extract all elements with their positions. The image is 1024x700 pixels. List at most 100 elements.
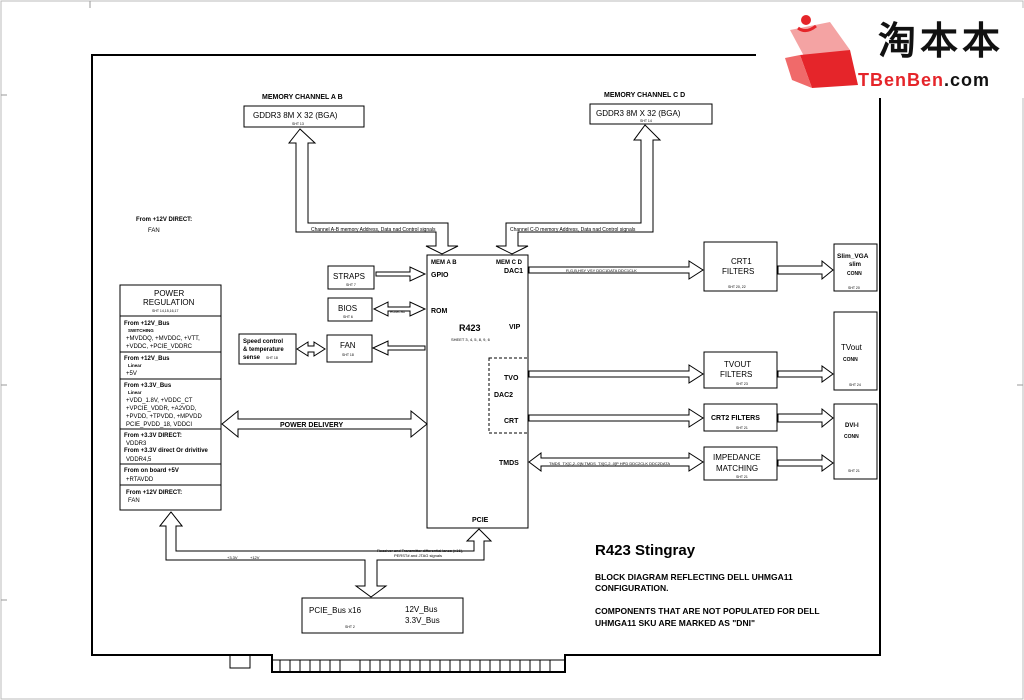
pcie-edge-connector: [229, 655, 565, 672]
pr-s6-title: From on board +5V: [124, 468, 179, 474]
impedance-dvi-arrow: [777, 454, 834, 472]
pr-s5-title: From +3.3V direct Or drivitive: [124, 448, 209, 454]
speed-sht: SHT 18: [266, 356, 278, 360]
fan-sht: SHT 18: [342, 353, 354, 357]
dvi-sht: SHT 21: [848, 469, 860, 473]
crt-crt2-arrow: [528, 408, 704, 428]
impedance-line2: MATCHING: [716, 464, 758, 473]
power-regulation-box: [119, 284, 222, 511]
speed-box: [238, 333, 297, 365]
pr-s3-l3: +PVDD, +TPVDD, +MPVDD: [126, 414, 203, 420]
dvi-line2: CONN: [844, 434, 859, 440]
crt1-line1: CRT1: [731, 257, 752, 266]
logo-chinese-text: 淘本本: [878, 19, 1005, 63]
crt1-filters-box: [703, 241, 778, 292]
pcie-bus-box: [301, 597, 464, 634]
r423-tmds-pin: TMDS: [499, 460, 519, 467]
impedance-sht: SHT 21: [736, 475, 748, 479]
tvout-conn-line2: CONN: [843, 357, 858, 363]
mem-ab-title: MEMORY CHANNEL A B: [262, 94, 343, 101]
notes-line3: COMPONENTS THAT ARE NOT POPULATED FOR DE…: [595, 606, 820, 616]
pr-s7-title: From +12V DIRECT:: [126, 490, 182, 496]
pr-s1-l2: +VDDC, +PCIE_VDDRC: [126, 344, 193, 350]
pr-s4-l1: VDDR3: [126, 441, 147, 447]
slim-vga-line1: Slim_VGA: [837, 253, 869, 260]
mem-cd-bus-arrow: [495, 124, 662, 255]
power-delivery-label: POWER DELIVERY: [280, 422, 343, 429]
power-reg-title2: REGULATION: [143, 298, 195, 307]
mem-ab-sht: SHT 13: [292, 122, 304, 126]
pcie-rail-12: +12V: [250, 555, 260, 560]
mem-cd-sht: SHT 14: [640, 119, 652, 123]
power-delivery-arrow: [221, 409, 428, 439]
crt1-vga-arrow: [777, 259, 834, 281]
pcie-bus-label: PCIE_Bus x16: [309, 606, 362, 615]
power-reg-title1: POWER: [154, 289, 184, 298]
tvout-filters-line1: TVOUT: [724, 360, 751, 369]
r423-dac2-pin: DAC2: [494, 392, 513, 399]
mem-cd-part: GDDR3 8M X 32 (BGA): [596, 109, 681, 118]
notes-line2: CONFIGURATION.: [595, 583, 669, 593]
fan-box: [326, 334, 373, 363]
mem-ab-part: GDDR3 8M X 32 (BGA): [253, 111, 338, 120]
direct12-fan: FAN: [148, 228, 160, 234]
impedance-box: [703, 446, 778, 481]
straps-label: STRAPS: [333, 272, 365, 281]
r423-tvo-pin: TVO: [504, 375, 519, 382]
speed-fan-arrow: [296, 341, 326, 357]
pr-s1-l1: +MVDDQ, +MVDDC, +VTT,: [126, 336, 200, 342]
tvout-conn-sht: SHT 24: [849, 383, 861, 387]
pr-s3-l4: PCIE_PVDD_18, VDDCI: [126, 422, 192, 428]
impedance-signal: TMDS_TX[C,2..0]N TMDS_TX[C,2..0]P HPD DD…: [549, 461, 670, 466]
notes-line1: BLOCK DIAGRAM REFLECTING DELL UHMGA11: [595, 572, 793, 582]
pcie-bus-sht: SHT 2: [345, 625, 355, 629]
tmds-impedance-arrow: [528, 452, 704, 472]
tvout-conn-arrow: [777, 365, 834, 383]
pr-s3-l1: +VDD_1.8V, +VDDC_CT: [126, 398, 193, 404]
pr-s6-l1: +RTAVDD: [126, 477, 154, 483]
slim-vga-line3: CONN: [847, 271, 862, 277]
speed-line1: Speed control: [243, 339, 283, 345]
pr-s3-sub: Linear: [128, 390, 142, 395]
pr-s5-l1: VDDR4,5: [126, 457, 152, 463]
dvi-conn-box: [833, 403, 878, 480]
r423-vip-pin: VIP: [509, 324, 521, 331]
tvout-filters-box: [703, 351, 778, 389]
crt1-line2: FILTERS: [722, 267, 754, 276]
pr-s3-l2: +VPCIE_VDDR, +A2VDD,: [126, 406, 197, 412]
pcie-bus-33v: 3.3V_Bus: [405, 616, 440, 625]
pcie-rail-33: +3.3V: [227, 555, 238, 560]
tvo-tvout-arrow: [528, 364, 704, 384]
tvout-filters-sht: SHT 23: [736, 382, 748, 386]
r423-crt-pin: CRT: [504, 418, 519, 425]
pcie-signal-line2: PERST# and JTAG signals: [394, 553, 442, 558]
r423-rom-pin: ROM: [431, 308, 448, 315]
mem-cd-title: MEMORY CHANNEL C D: [604, 92, 685, 99]
tvout-conn-line1: TVout: [841, 343, 863, 352]
slim-vga-box: [833, 243, 878, 292]
crt1-sht: SHT 20, 22: [728, 285, 746, 289]
pcie-signal-line1: Receiver and Transmitter differential la…: [377, 548, 463, 553]
tvout-conn-box: [833, 311, 878, 391]
straps-sht: SHT 7: [346, 283, 356, 287]
logo-en-tail: .com: [944, 70, 991, 90]
dac1-crt1-arrow: [528, 260, 704, 280]
pr-s2-sub: Linear: [128, 363, 142, 368]
tvout-filters-line2: FILTERS: [720, 370, 752, 379]
direct12-title: From +12V DIRECT:: [136, 217, 192, 223]
notes-title: R423 Stingray: [595, 542, 696, 559]
mem-cd-box: [589, 103, 713, 125]
straps-arrow: [375, 266, 427, 282]
mem-ab-signal: Channel A-B memory Address, Data nad Con…: [311, 227, 436, 233]
speed-line2: & temperature: [243, 347, 284, 353]
mem-ab-box: [243, 105, 365, 128]
r423-mem-ab-pin: MEM A B: [431, 260, 457, 266]
bios-label: BIOS: [338, 304, 357, 313]
slim-vga-line2: slim: [849, 262, 861, 268]
power-reg-sht: SHT 14,15,16,17: [152, 309, 178, 313]
logo-english-text: TBenBen.com: [858, 70, 990, 91]
impedance-line1: IMPEDANCE: [713, 453, 761, 462]
mem-cd-signal: Channel C-D memory Address, Data nad Con…: [510, 227, 636, 233]
